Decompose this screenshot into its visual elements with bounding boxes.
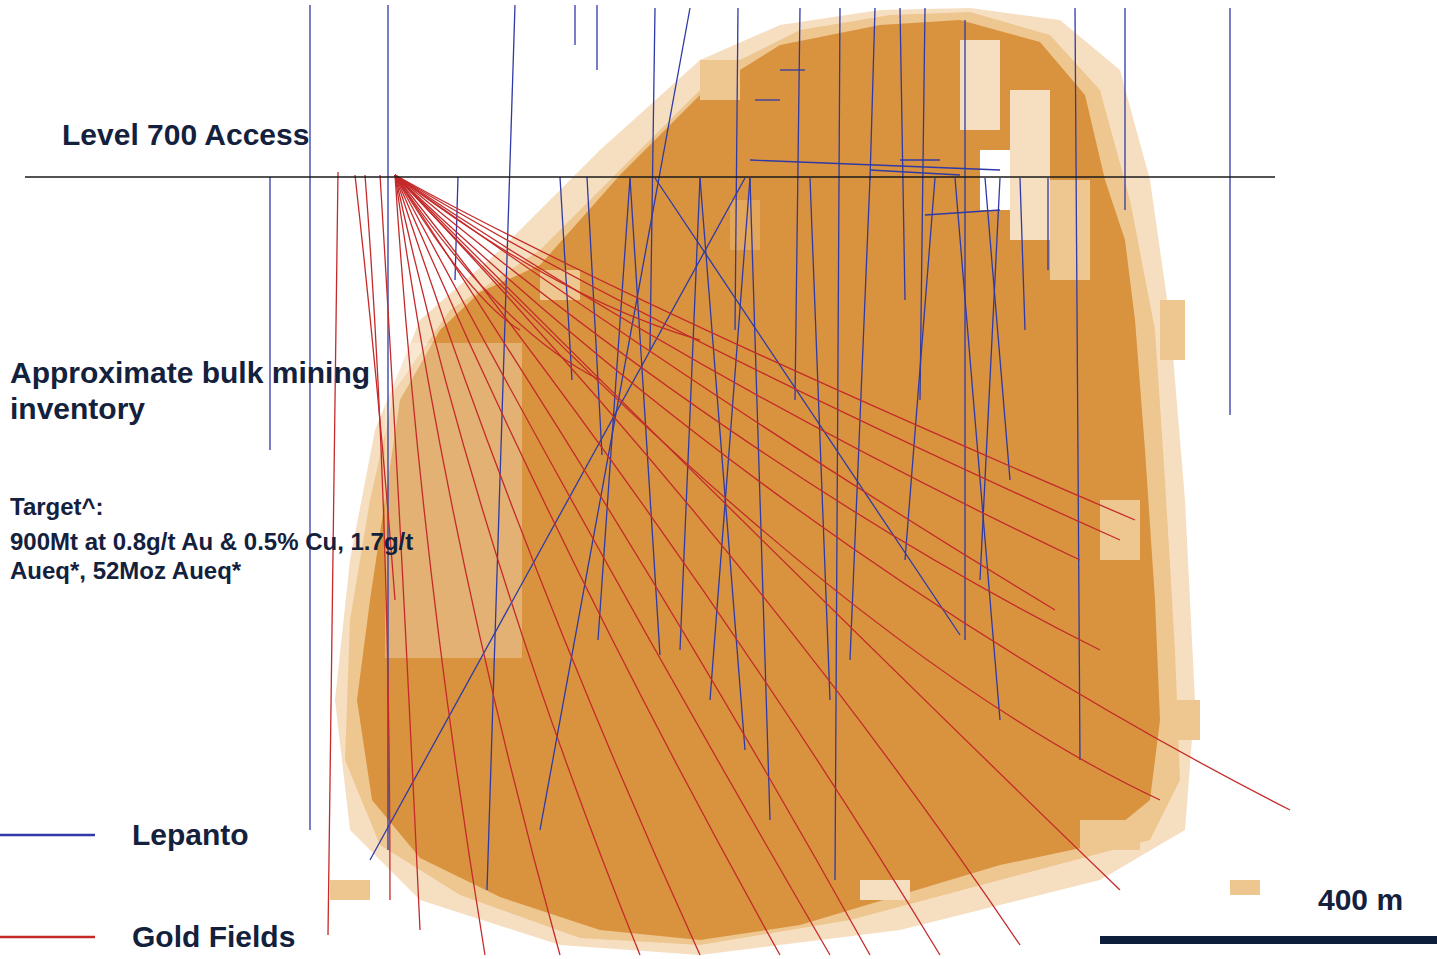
lepanto-drillholes bbox=[270, 5, 1230, 890]
orebody-gaps bbox=[540, 40, 1140, 900]
orebody-halo bbox=[330, 12, 1260, 945]
inventory-box bbox=[385, 343, 522, 658]
goldfields-drillholes bbox=[328, 172, 1290, 955]
legend-text: Lepanto bbox=[132, 817, 249, 853]
target-label: Target^: bbox=[10, 493, 104, 522]
level-line bbox=[25, 176, 1275, 178]
legend-text: Gold Fields bbox=[132, 919, 295, 955]
level-label: Level 700 Access bbox=[62, 117, 309, 153]
inventory-title: Approximate bulk mining inventory bbox=[10, 355, 480, 427]
legend-line bbox=[0, 834, 95, 837]
legend-line bbox=[0, 936, 95, 939]
scale-label: 400 m bbox=[1318, 882, 1403, 918]
orebody-fringe bbox=[335, 8, 1195, 955]
scale-bar bbox=[1100, 936, 1437, 944]
target-value: 900Mt at 0.8g/t Au & 0.5% Cu, 1.7g/t Aue… bbox=[10, 528, 480, 586]
